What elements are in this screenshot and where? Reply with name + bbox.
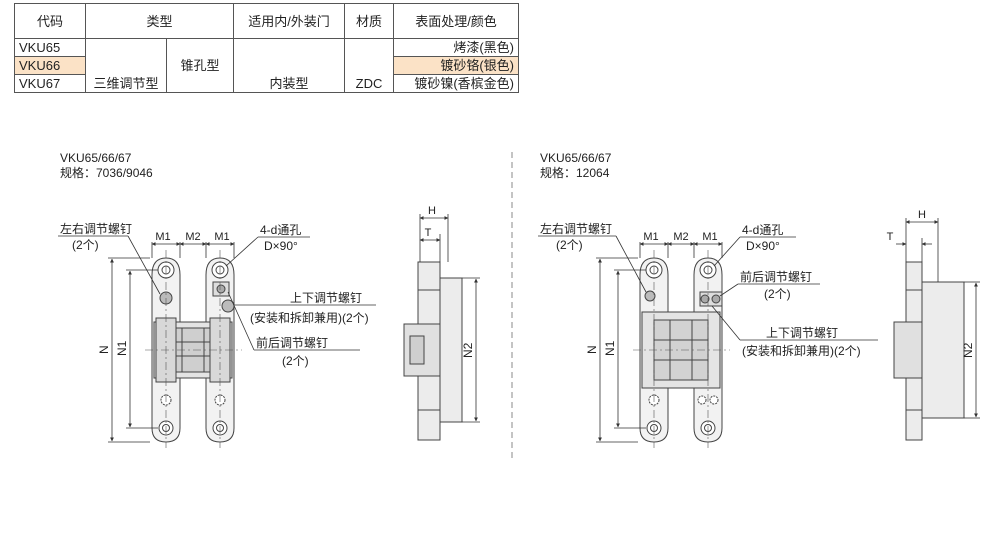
header-code: 代码 <box>14 3 86 39</box>
right-dimensions <box>596 242 723 443</box>
left-hole-label: 4-d通孔 <box>260 223 301 237</box>
right-dim-t: T <box>887 231 894 243</box>
left-ud-screw-note: (安装和拆卸兼用)(2个) <box>250 310 369 325</box>
cell-code: VKU66 <box>14 56 86 75</box>
right-dim-n: N <box>585 345 599 354</box>
right-ud-screw-note: (安装和拆卸兼用)(2个) <box>742 343 861 358</box>
left-lr-screw-label: 左右调节螺钉 <box>60 221 132 236</box>
right-fb-screw-count: (2个) <box>764 287 791 301</box>
table-row: VKU66 镀砂铬(银色) <box>14 56 519 75</box>
left-dimensions <box>108 242 235 443</box>
left-center-lines <box>145 250 242 448</box>
right-dim-n2: N2 <box>961 342 975 358</box>
left-spec: 规格：7036/9046 <box>60 165 153 180</box>
cell-finish: 镀砂铬(银色) <box>393 56 519 75</box>
right-dim-n1: N1 <box>603 340 617 356</box>
table-row: VKU67 镀砂镍(香槟金色) <box>14 74 519 93</box>
right-fb-screw-label: 前后调节螺钉 <box>740 269 812 284</box>
left-fb-screw-label: 前后调节螺钉 <box>256 335 328 350</box>
right-lr-screw-label: 左右调节螺钉 <box>540 221 612 236</box>
right-hole-label: 4-d通孔 <box>742 223 783 237</box>
cell-type-main: 三维调节型 <box>85 38 167 93</box>
left-side-dimensions <box>419 214 480 423</box>
left-model: VKU65/66/67 <box>60 151 132 165</box>
left-dim-n: N <box>97 345 111 354</box>
right-model: VKU65/66/67 <box>540 151 612 165</box>
table-header-row: 代码 类型 适用内/外装门 材质 表面处理/颜色 <box>14 3 519 39</box>
right-dim-m1-b: M1 <box>702 231 717 243</box>
left-dim-n1: N1 <box>115 340 129 356</box>
left-dim-m1-a: M1 <box>155 231 170 243</box>
left-fb-screw-count: (2个) <box>282 354 309 368</box>
right-drawing: VKU65/66/67 规格：12064 <box>538 151 980 448</box>
left-dim-h: H <box>428 205 436 217</box>
left-hole-angle: D×90° <box>264 239 298 253</box>
right-leaders <box>538 235 878 341</box>
left-ud-screw-label: 上下调节螺钉 <box>290 291 362 305</box>
right-lr-screw-count: (2个) <box>556 238 583 252</box>
right-hinge-side-view <box>893 261 965 441</box>
left-hinge-side-view <box>403 261 463 441</box>
right-hole-angle: D×90° <box>746 239 780 253</box>
right-ud-screw-label: 上下调节螺钉 <box>766 326 838 340</box>
left-dim-t: T <box>425 227 432 239</box>
right-dim-h: H <box>918 209 926 221</box>
left-leaders <box>58 235 376 351</box>
left-dim-m1-b: M1 <box>214 231 229 243</box>
right-spec: 规格：12064 <box>540 165 610 180</box>
left-lr-screw-count: (2个) <box>72 238 99 252</box>
right-center-lines <box>633 250 730 448</box>
right-side-dimensions <box>896 218 980 419</box>
cell-mount: 内装型 <box>233 38 345 93</box>
right-dim-m2: M2 <box>673 231 688 243</box>
cell-type-sub: 锥孔型 <box>166 38 234 93</box>
left-drawing: VKU65/66/67 规格：7036/9046 <box>58 151 480 448</box>
left-dim-m2: M2 <box>185 231 200 243</box>
header-finish: 表面处理/颜色 <box>393 3 519 39</box>
cell-code: VKU67 <box>14 74 86 93</box>
right-dim-m1-a: M1 <box>643 231 658 243</box>
left-dim-n2: N2 <box>461 342 475 358</box>
cell-finish: 镀砂镍(香槟金色) <box>393 74 519 93</box>
spec-table: 代码 类型 适用内/外装门 材质 表面处理/颜色 VKU65 三维调节型 锥孔型… <box>14 3 519 93</box>
